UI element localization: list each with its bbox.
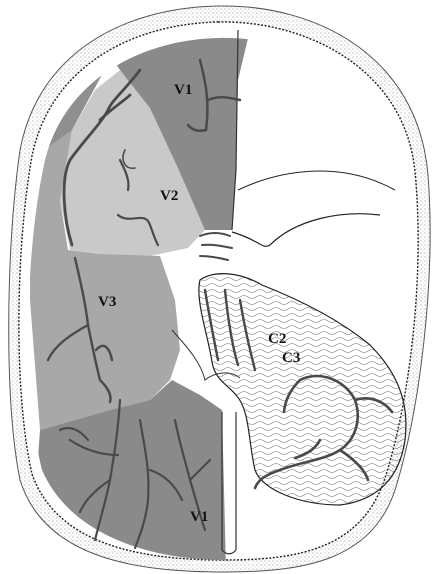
- label-v2: V2: [160, 188, 178, 204]
- label-c3: C3: [282, 350, 300, 366]
- label-v1-top: V1: [174, 82, 192, 98]
- label-v3: V3: [98, 294, 116, 310]
- label-c2: C2: [268, 331, 286, 347]
- label-v1-bottom: V1: [190, 509, 208, 525]
